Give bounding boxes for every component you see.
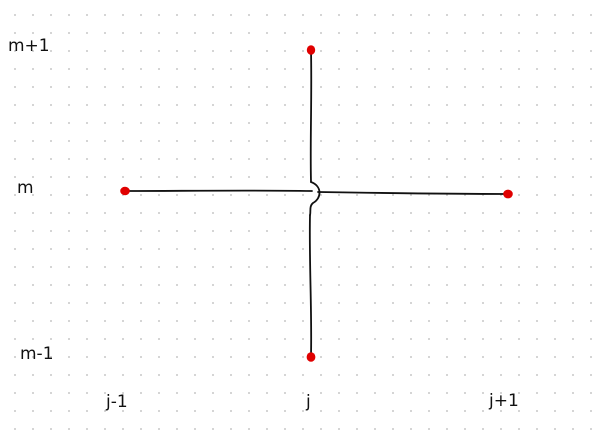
crossing-hump [309, 181, 321, 216]
point-bottom [306, 352, 316, 362]
row-label-middle: m [17, 178, 34, 198]
col-label-right: j+1 [488, 391, 519, 411]
horizontal-line-right [317, 191, 509, 195]
vertical-line-top [309, 49, 313, 183]
point-top [306, 45, 316, 55]
point-right [503, 189, 513, 199]
vertical-line-bottom [308, 214, 313, 357]
row-label-top: m+1 [8, 36, 50, 56]
point-left [120, 186, 130, 196]
row-label-bottom: m-1 [20, 344, 54, 364]
col-label-left: j-1 [105, 392, 128, 412]
col-label-center: j [305, 392, 311, 412]
